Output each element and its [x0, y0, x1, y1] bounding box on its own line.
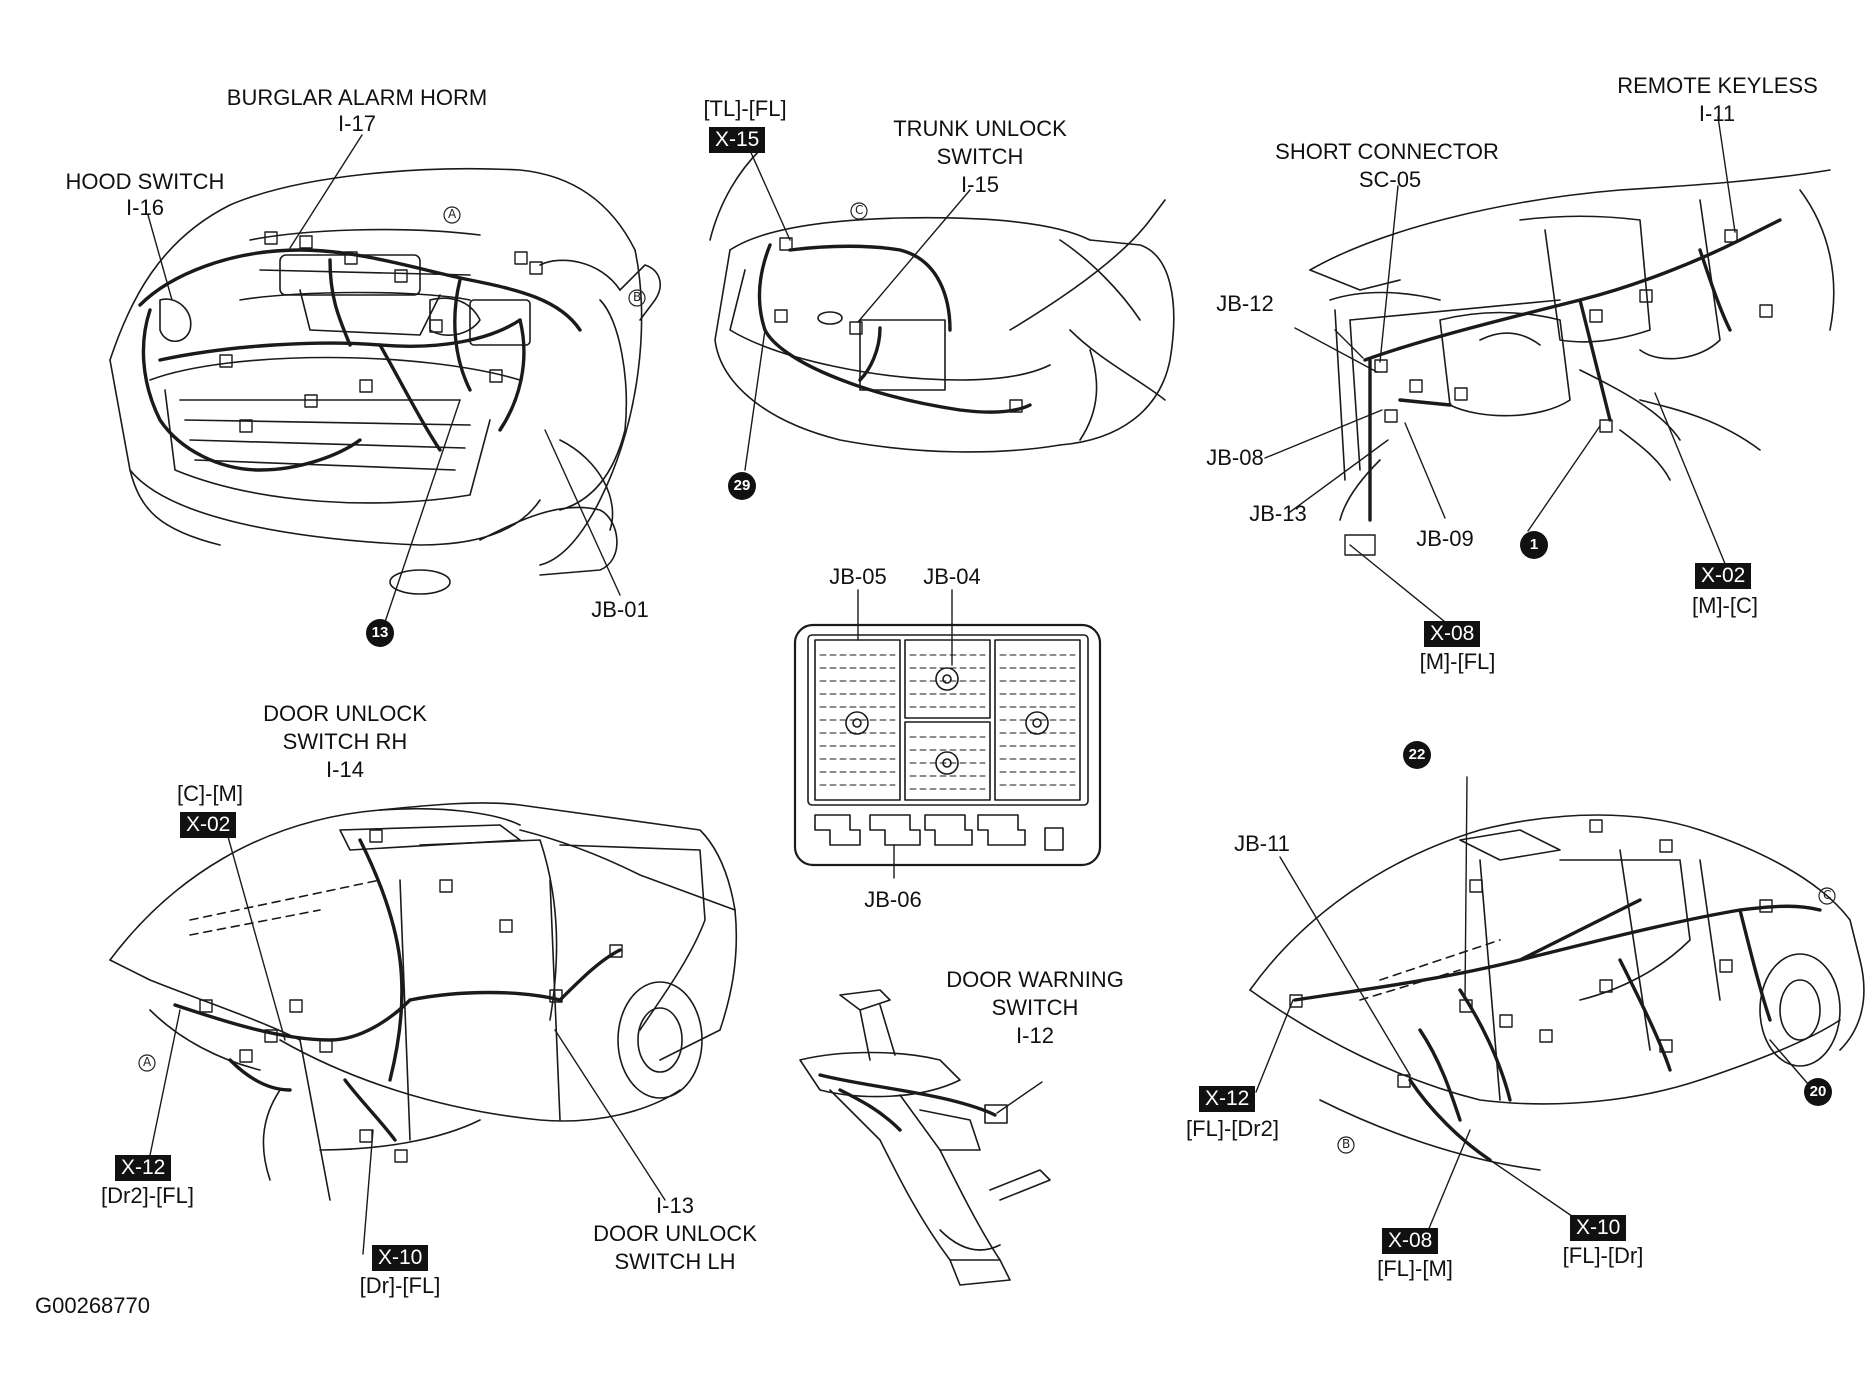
- trunk-unlock-switch-line1: TRUNK UNLOCK: [893, 116, 1067, 141]
- label-jb-05: JB-05: [829, 564, 887, 589]
- trunk-unlock-switch-line2: SWITCH: [936, 144, 1024, 169]
- connector-tag-x-12-right: X-12: [1199, 1086, 1256, 1112]
- dashboard-connectors: [1344, 229, 1773, 556]
- door-unlock-rh-line2: SWITCH RH: [282, 729, 408, 754]
- driver-side-connectors: [199, 829, 623, 1163]
- label-fl-dr: [FL]-[Dr]: [1562, 1243, 1644, 1268]
- label-c-m: [C]-[M]: [177, 781, 243, 806]
- remote-keyless-id: I-11: [1698, 101, 1736, 126]
- short-connector-id: SC-05: [1358, 167, 1422, 192]
- connector-tag-x-02-left: X-02: [180, 812, 237, 838]
- ground-point-22: 22: [1403, 741, 1431, 769]
- ref-marker-a-engine: A: [448, 207, 457, 221]
- connector-tag-x-10-right: X-10: [1570, 1215, 1627, 1241]
- ground-point-1: 1: [1520, 531, 1548, 559]
- door-unlock-lh-line2: SWITCH LH: [614, 1249, 736, 1274]
- driver-side-harness: [173, 838, 622, 1142]
- connector-tag-x-10-left: X-10: [372, 1245, 429, 1271]
- burglar-alarm-horn-id: I-17: [338, 111, 376, 136]
- ground-point-20: 20: [1804, 1078, 1832, 1106]
- label-m-fl: [M]-[FL]: [1419, 649, 1496, 674]
- hood-switch-title: HOOD SWITCH: [65, 169, 225, 194]
- burglar-alarm-horn-title: BURGLAR ALARM HORM: [226, 85, 488, 110]
- ref-marker-b-right: B: [1342, 1137, 1351, 1151]
- remote-keyless-title: REMOTE KEYLESS: [1617, 73, 1818, 98]
- driver-side-body-illustration: [109, 802, 738, 1201]
- connector-tag-x-08-dash: X-08: [1424, 621, 1481, 647]
- ref-marker-c-right: C: [1823, 888, 1832, 902]
- label-tl-fl: [TL]-[FL]: [703, 96, 787, 121]
- ground-point-13: 13: [366, 619, 394, 647]
- label-dr-fl: [Dr]-[FL]: [359, 1273, 441, 1298]
- hood-switch-id: I-16: [126, 195, 164, 220]
- label-jb-01: JB-01: [591, 597, 649, 622]
- door-warning-line2: SWITCH: [991, 995, 1079, 1020]
- short-connector-title: SHORT CONNECTOR: [1275, 139, 1499, 164]
- trunk-connectors: [774, 237, 1023, 413]
- door-unlock-rh-id: I-14: [326, 757, 364, 782]
- door-unlock-rh-line1: DOOR UNLOCK: [263, 701, 427, 726]
- trunk-harness: [757, 243, 1032, 414]
- ref-marker-c-trunk: C: [855, 203, 864, 217]
- steering-column-harness: [818, 1073, 997, 1132]
- dashboard-harness: [1363, 218, 1782, 522]
- door-warning-line1: DOOR WARNING: [946, 967, 1124, 992]
- engine-bay-illustration: [109, 167, 661, 595]
- door-warning-id: I-12: [1016, 1023, 1054, 1048]
- connector-tag-x-08-right: X-08: [1382, 1228, 1439, 1254]
- figure-id: G00268770: [35, 1293, 150, 1318]
- engine-connectors: [219, 231, 543, 433]
- ref-marker-a-left: A: [143, 1055, 152, 1069]
- passenger-side-connectors: [1289, 819, 1773, 1088]
- label-jb-06: JB-06: [864, 887, 922, 912]
- door-unlock-lh-line1: DOOR UNLOCK: [593, 1221, 757, 1246]
- label-jb-11: JB-11: [1234, 831, 1290, 856]
- ref-marker-b-engine: B: [633, 290, 642, 304]
- label-dr2-fl: [Dr2]-[FL]: [101, 1183, 194, 1208]
- trunk-illustration: [709, 149, 1175, 453]
- connector-tag-x-12-left: X-12: [115, 1155, 172, 1181]
- label-jb-12: JB-12: [1216, 291, 1274, 316]
- label-jb-13: JB-13: [1249, 501, 1307, 526]
- label-fl-m: [FL]-[M]: [1377, 1256, 1453, 1281]
- label-m-c: [M]-[C]: [1692, 593, 1758, 618]
- connector-tag-x-02-dash: X-02: [1695, 563, 1752, 589]
- connector-tag-x-15: X-15: [709, 127, 766, 153]
- label-jb-09: JB-09: [1416, 526, 1474, 551]
- label-jb-08: JB-08: [1206, 445, 1264, 470]
- junction-box: [793, 623, 1102, 867]
- door-unlock-lh-id: I-13: [656, 1193, 694, 1218]
- ground-point-29: 29: [728, 472, 756, 500]
- trunk-unlock-switch-id: I-15: [961, 172, 999, 197]
- label-fl-dr2: [FL]-[Dr2]: [1186, 1116, 1279, 1141]
- label-jb-04: JB-04: [923, 564, 981, 589]
- engine-harness: [138, 248, 582, 472]
